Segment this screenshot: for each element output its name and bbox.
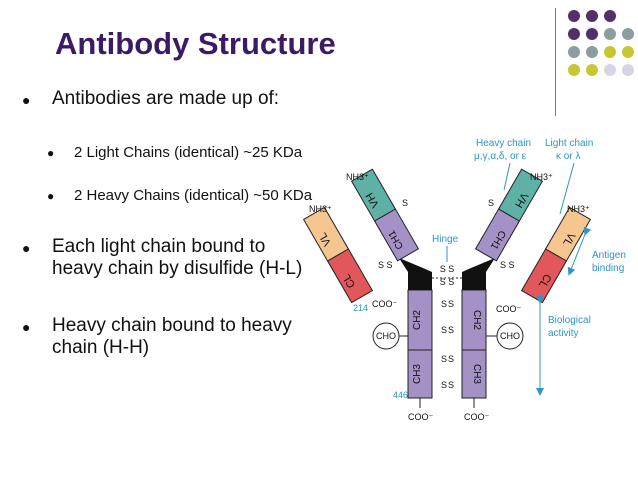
ch3-right-domain — [461, 349, 487, 399]
dot — [604, 28, 616, 40]
dot — [568, 46, 580, 58]
coo-label: COO⁻ — [408, 412, 434, 422]
sub-bullet-text: 2 Light Chains (identical) ~25 KDa — [74, 144, 303, 161]
ch3-left-label: CH3 — [412, 364, 423, 384]
antigen-binding-arrow — [567, 226, 592, 276]
disulfide-hh-top: S S — [440, 264, 455, 274]
left-heavy-arm: CH1 VH — [350, 168, 420, 262]
dot — [622, 46, 634, 58]
bullet-text: Each light chain bound to heavy chain by… — [52, 236, 303, 279]
disulfide-stem-right: S — [448, 299, 454, 309]
heavy-chain-pointer — [503, 162, 511, 191]
hinge-right-block — [462, 258, 495, 290]
disulfide-stem-right: S — [448, 380, 454, 390]
nh3-label: NH3⁺ — [567, 204, 590, 214]
disulfide-stem-right: S — [448, 354, 454, 364]
vh-left-domain — [350, 168, 397, 222]
coo-label: COO⁻ — [372, 299, 398, 309]
dot — [622, 64, 634, 76]
decorative-dot-grid — [568, 10, 634, 90]
nh3-label: NH3⁺ — [530, 172, 553, 182]
cho-right-label: CHO — [500, 331, 520, 341]
page-title: Antibody Structure — [55, 26, 336, 61]
disulfide-stem-right: S — [448, 325, 454, 335]
bullet-text: Antibodies are made up of: — [52, 88, 280, 109]
disulfide-stem-left: S — [441, 380, 447, 390]
dot — [622, 28, 634, 40]
dot — [604, 64, 616, 76]
light-chain-pointer — [559, 162, 575, 215]
disulfide-arm-right: S — [488, 198, 494, 208]
hinge-left-block — [399, 258, 432, 290]
residue-446-label: 446 — [393, 390, 408, 400]
coo-label: COO⁻ — [464, 412, 490, 422]
ch2-left-label: CH2 — [412, 310, 423, 330]
bullet-marker: ● — [22, 92, 31, 108]
disulfide-stem-left: S — [441, 299, 447, 309]
dot — [586, 64, 598, 76]
bullet-marker: ● — [22, 240, 31, 256]
disulfide-hh-bottom: S S — [440, 277, 455, 287]
dot — [586, 28, 598, 40]
light-chain-types: κ or λ — [556, 151, 580, 162]
dot — [568, 64, 580, 76]
antigen-binding-line1: Antigen — [592, 250, 626, 261]
ch2-right-domain — [461, 289, 487, 351]
dot — [604, 10, 616, 22]
right-light-chain: VL CL — [520, 206, 592, 304]
vl-left-label: VL — [317, 230, 334, 248]
disulfide-hl-right: S S — [500, 260, 515, 270]
antigen-binding-line2: binding — [592, 263, 624, 274]
heavy-chain-label: Heavy chain — [476, 138, 531, 149]
cho-left-label: CHO — [376, 331, 396, 341]
dot — [604, 46, 616, 58]
nh3-label: NH3⁺ — [309, 204, 332, 214]
dot — [586, 46, 598, 58]
disulfide-arm-left: S — [402, 198, 408, 208]
bullet-marker: ● — [22, 319, 31, 335]
dot — [568, 10, 580, 22]
disulfide-stem-left: S — [441, 354, 447, 364]
sub-bullet-marker: ● — [47, 146, 55, 160]
left-light-chain: VL CL — [302, 206, 374, 304]
dot — [568, 28, 580, 40]
sub-bullet-text: 2 Heavy Chains (identical) ~50 KDa — [74, 187, 313, 204]
disulfide-stem-left: S — [441, 325, 447, 335]
disulfide-hl-left: S S — [378, 260, 393, 270]
hinge-label: Hinge — [432, 234, 459, 245]
residue-214-label: 214 — [353, 303, 368, 313]
biological-activity-line2: activity — [548, 328, 579, 339]
nh3-label: NH3⁺ — [346, 172, 369, 182]
cl-right-domain — [520, 248, 568, 304]
bullet-text: Heavy chain bound to heavy chain (H-H) — [52, 315, 292, 358]
divider-line — [555, 8, 556, 116]
ch3-left-domain — [407, 349, 433, 399]
ch2-right-label: CH2 — [471, 310, 482, 330]
light-chain-label: Light chain — [545, 138, 593, 149]
sub-bullet-marker: ● — [47, 189, 55, 203]
biological-activity-line1: Biological — [548, 315, 591, 326]
cl-left-domain — [326, 248, 374, 304]
vh-right-domain — [497, 168, 544, 222]
heavy-chain-types: μ,γ,α,δ, or ε — [474, 151, 527, 162]
ch3-right-label: CH3 — [471, 364, 482, 384]
dot — [586, 10, 598, 22]
right-heavy-arm: CH1 VH — [474, 168, 544, 262]
coo-label: COO⁻ — [496, 304, 522, 314]
